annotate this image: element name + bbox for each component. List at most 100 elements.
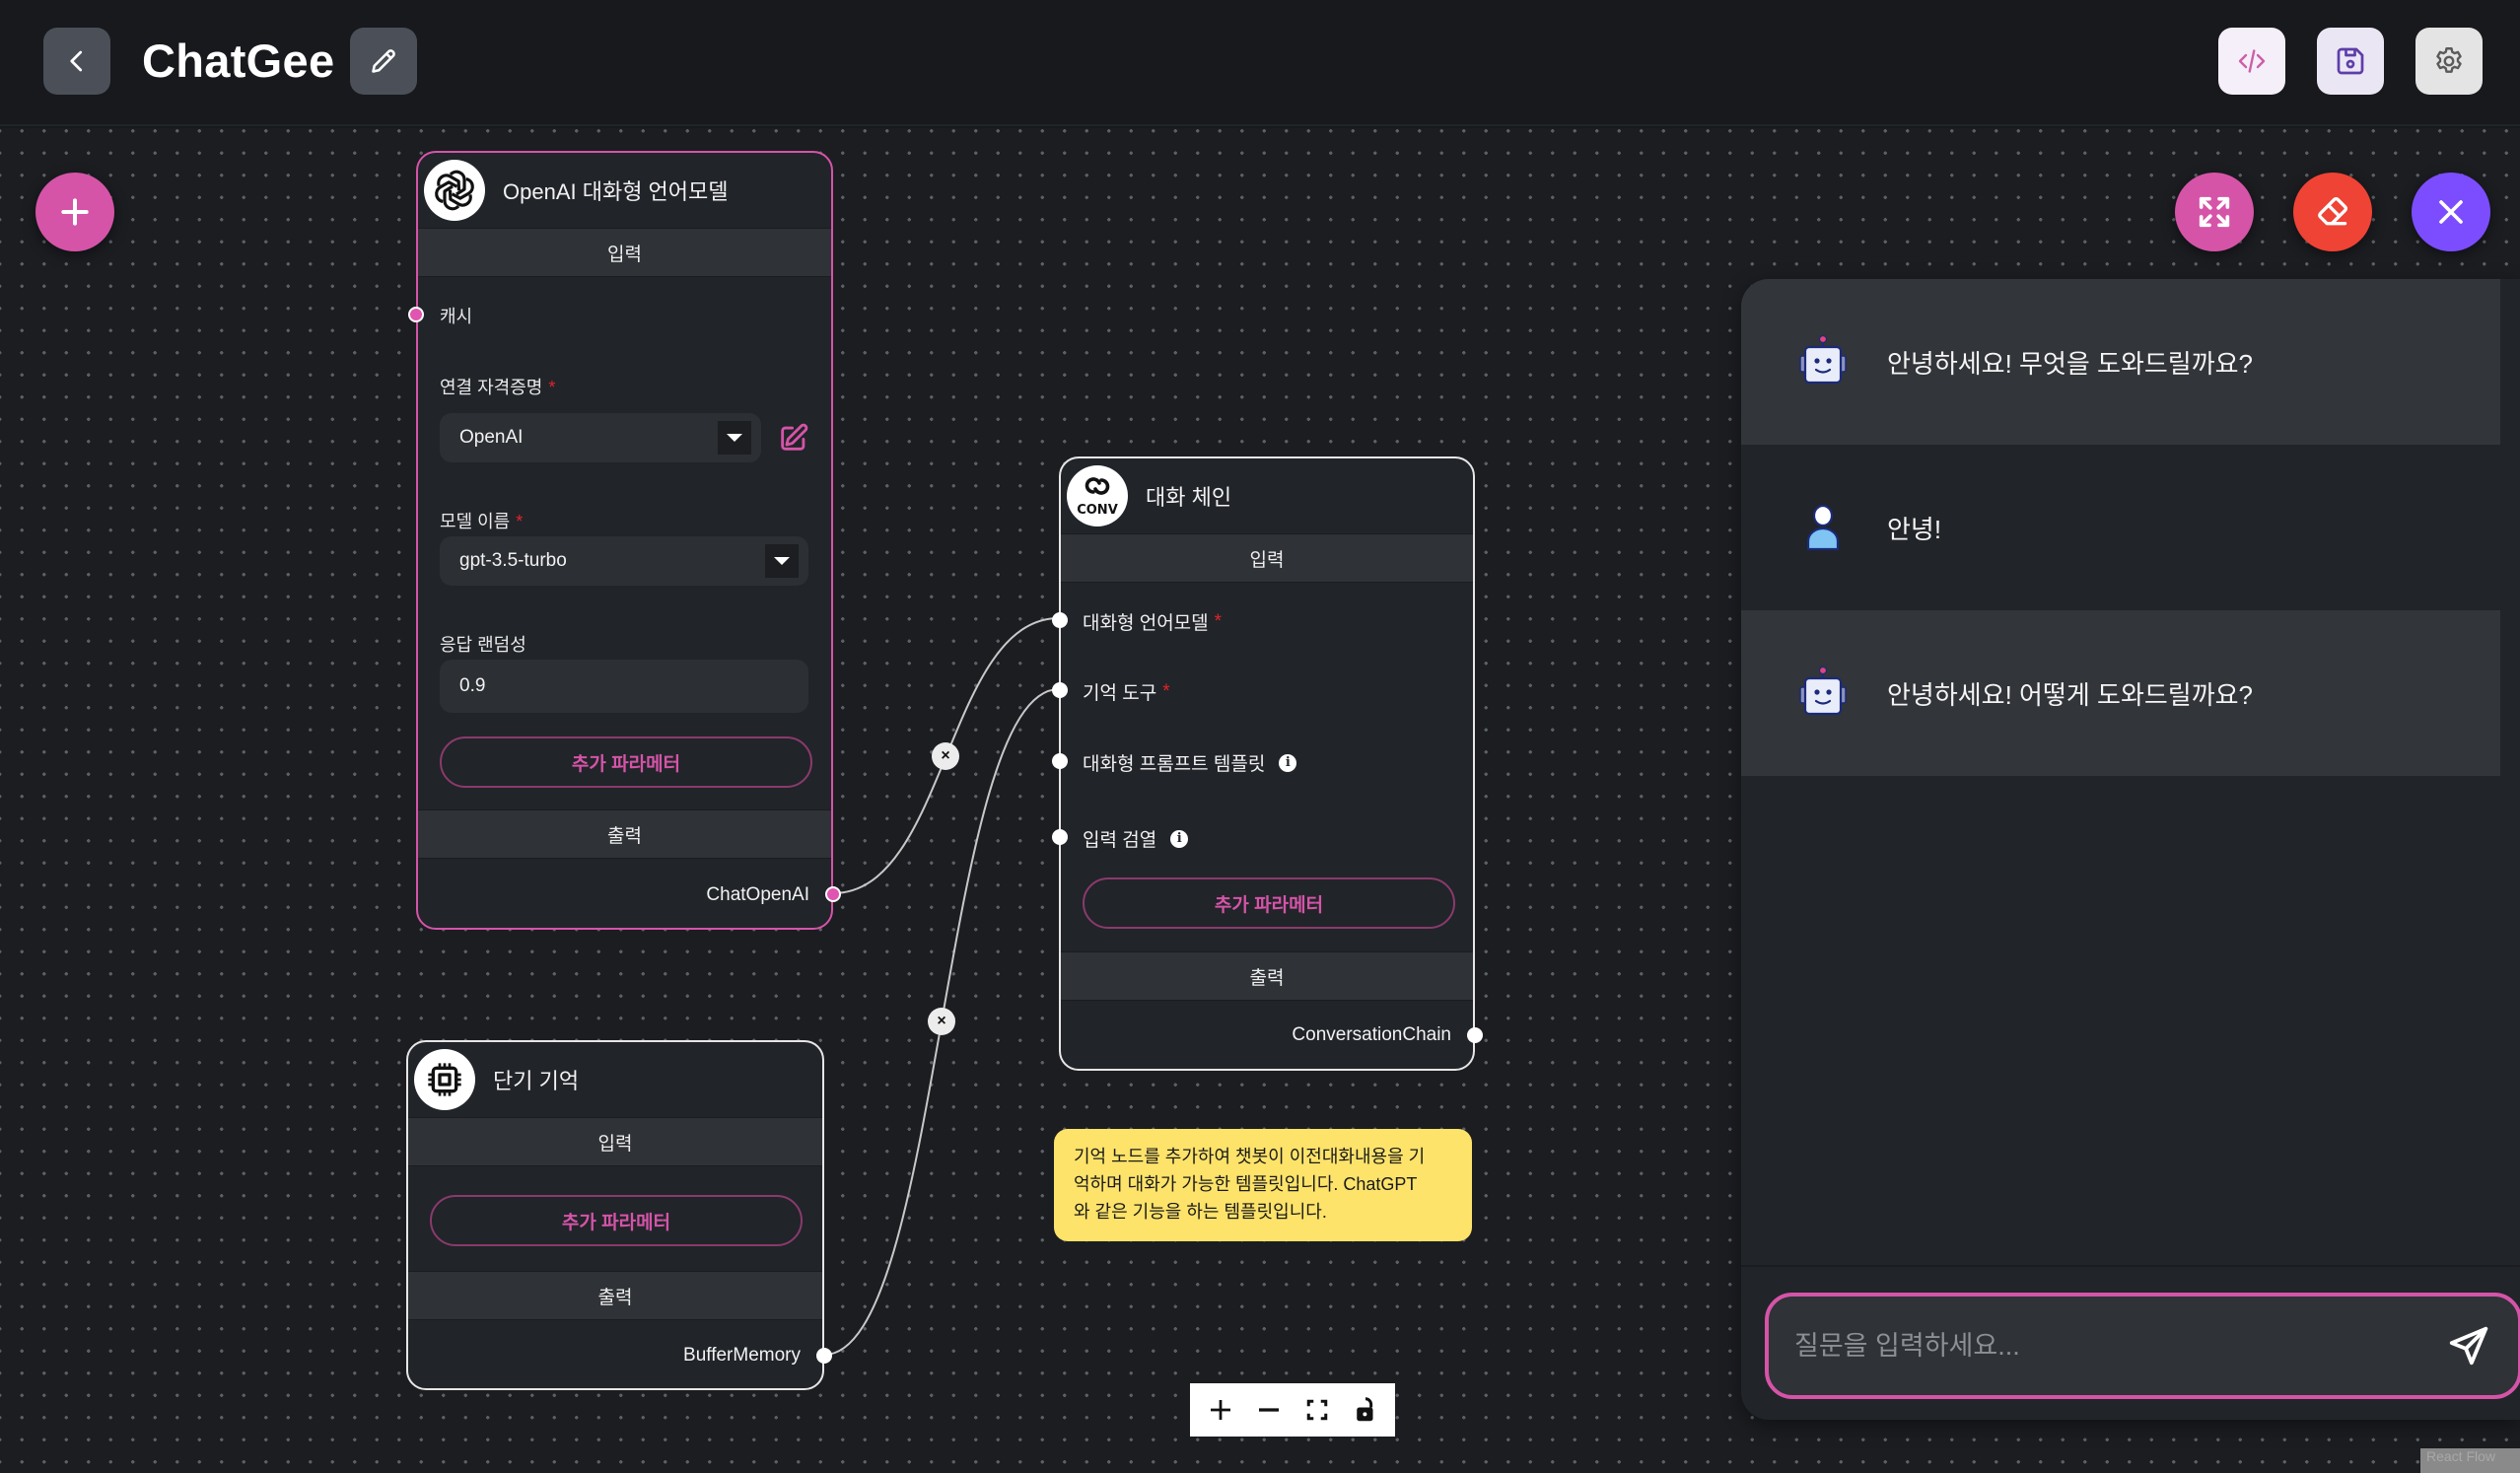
temperature-input[interactable]: 0.9 [440,660,808,713]
expand-icon [2199,196,2230,228]
lock-button[interactable] [1346,1390,1385,1430]
prompt-template-input-label: 대화형 프롬프트 템플릿 i [1083,749,1297,776]
zoom-out-button[interactable] [1249,1390,1289,1430]
info-icon[interactable]: i [1170,829,1189,848]
chat-message-text: 안녕하세요! 무엇을 도와드릴까요? [1887,348,2254,379]
moderation-input-handle[interactable] [1052,829,1068,845]
node-header: 단기 기억 [408,1042,822,1117]
chat-message-text: 안녕하세요! 어떻게 도와드릴까요? [1887,679,2254,710]
edge-delete-button[interactable]: × [928,1008,955,1035]
user-avatar-icon [1792,497,1854,558]
buffermemory-output-handle[interactable] [816,1348,832,1364]
conversation-chain-icon: CONV [1067,465,1128,526]
additional-params-button[interactable]: 추가 파라메터 [1083,877,1455,929]
edge-delete-button[interactable]: × [932,742,959,770]
conversationchain-output-handle[interactable] [1467,1027,1483,1043]
zoom-in-button[interactable] [1201,1390,1240,1430]
port-label-text: 대화형 프롬프트 템플릿 [1083,754,1266,775]
node-title: OpenAI 대화형 언어모델 [503,179,729,204]
settings-button[interactable] [2415,28,2483,95]
minus-icon [1258,1408,1279,1412]
chat-message-user: 안녕! [1741,445,2500,610]
bot-avatar-icon [1792,663,1854,724]
chatopenai-output-handle[interactable] [825,886,841,902]
model-name-label: 모델 이름* [440,508,523,533]
additional-params-button[interactable]: 추가 파라메터 [430,1195,803,1246]
node-header: OpenAI 대화형 언어모델 [418,153,831,228]
node-header: CONV 대화 체인 [1061,458,1473,533]
openai-logo-icon [424,160,485,221]
output-label: ChatOpenAI [706,884,809,905]
temperature-value: 0.9 [459,675,486,696]
send-button[interactable] [2439,1316,2498,1375]
model-name-label-text: 모델 이름 [440,512,511,531]
chevron-down-icon [718,421,751,455]
unlock-icon [1356,1397,1372,1422]
input-section-header: 입력 [418,228,831,277]
back-button[interactable] [43,28,110,95]
required-mark: * [1162,680,1170,702]
info-icon[interactable]: i [1279,753,1297,772]
edit-credential-button[interactable] [777,421,810,455]
chat-message-bot: 안녕하세요! 무엇을 도와드릴까요? [1741,279,2500,445]
plus-icon [61,198,89,226]
clear-chat-button[interactable] [2293,173,2372,251]
save-icon [2337,47,2364,75]
sticky-note[interactable]: 기억 노드를 추가하여 챗봇이 이전대화내용을 기 억하며 대화가 가능한 템플… [1054,1129,1472,1241]
chat-input-container [1765,1293,2520,1399]
credential-select[interactable]: OpenAI [440,413,761,462]
header: ChatGee [0,0,2520,126]
send-icon [2449,1326,2488,1366]
chain-link-icon: CONV [1077,477,1118,518]
chevron-left-icon [70,50,83,72]
chat-message-bot: 안녕하세요! 어떻게 도와드릴까요? [1741,610,2500,776]
close-chat-button[interactable] [2412,173,2490,251]
llm-input-handle[interactable] [1052,612,1068,628]
required-mark: * [548,378,556,397]
required-mark: * [1214,610,1223,632]
page-title: ChatGee [142,35,335,87]
credential-label: 연결 자격증명* [440,374,555,399]
credential-value: OpenAI [459,427,524,448]
output-label: ConversationChain [1292,1024,1451,1045]
react-flow-attribution[interactable]: React Flow [2420,1448,2520,1473]
edit-title-button[interactable] [350,28,417,95]
chip-icon [414,1049,475,1110]
node-buffer-memory[interactable]: 단기 기억 입력 추가 파라메터 출력 BufferMemory [406,1040,832,1390]
code-button[interactable] [2218,28,2285,95]
bot-avatar-icon [1792,331,1854,392]
memory-input-handle[interactable] [1052,682,1068,698]
chat-panel: 안녕하세요! 무엇을 도와드릴까요? 안녕! [1741,279,2520,1420]
expand-chat-button[interactable] [2175,173,2254,251]
temperature-label: 응답 랜덤성 [440,635,526,655]
additional-params-button[interactable]: 추가 파라메터 [440,736,812,788]
input-section-header: 입력 [1061,533,1473,583]
add-node-button[interactable] [35,173,114,251]
port-label-text: 대화형 언어모델 [1083,613,1209,634]
conv-icon-text: CONV [1077,503,1118,518]
input-section-header: 입력 [408,1117,822,1166]
model-name-select[interactable]: gpt-3.5-turbo [440,536,808,586]
node-openai-chat-model[interactable]: OpenAI 대화형 언어모델 입력 캐시 연결 자격증명* OpenAI 모델… [408,151,841,930]
chat-input[interactable] [1769,1297,2439,1395]
llm-input-label: 대화형 언어모델* [1083,608,1222,635]
cache-input-handle[interactable] [408,307,424,322]
node-conversation-chain[interactable]: CONV 대화 체인 입력 대화형 언어모델* 기억 도구* 대화형 프롬프트 … [1052,456,1483,1071]
prompt-template-input-handle[interactable] [1052,753,1068,769]
save-button[interactable] [2317,28,2384,95]
sticky-note-line: 와 같은 기능을 하는 템플릿입니다. [1074,1202,1327,1222]
eraser-icon [2318,196,2348,226]
fit-view-icon [1306,1399,1327,1421]
port-label-text: 기억 도구 [1083,683,1157,704]
fit-view-button[interactable] [1297,1390,1337,1430]
plus-icon [1210,1400,1230,1420]
node-title: 대화 체인 [1146,485,1232,510]
pencil-icon [372,49,395,73]
model-name-value: gpt-3.5-turbo [459,550,567,571]
chat-divider [1741,1265,2520,1267]
close-icon [2439,200,2463,224]
edit-icon [781,423,808,451]
output-section-header: 출력 [418,809,831,859]
